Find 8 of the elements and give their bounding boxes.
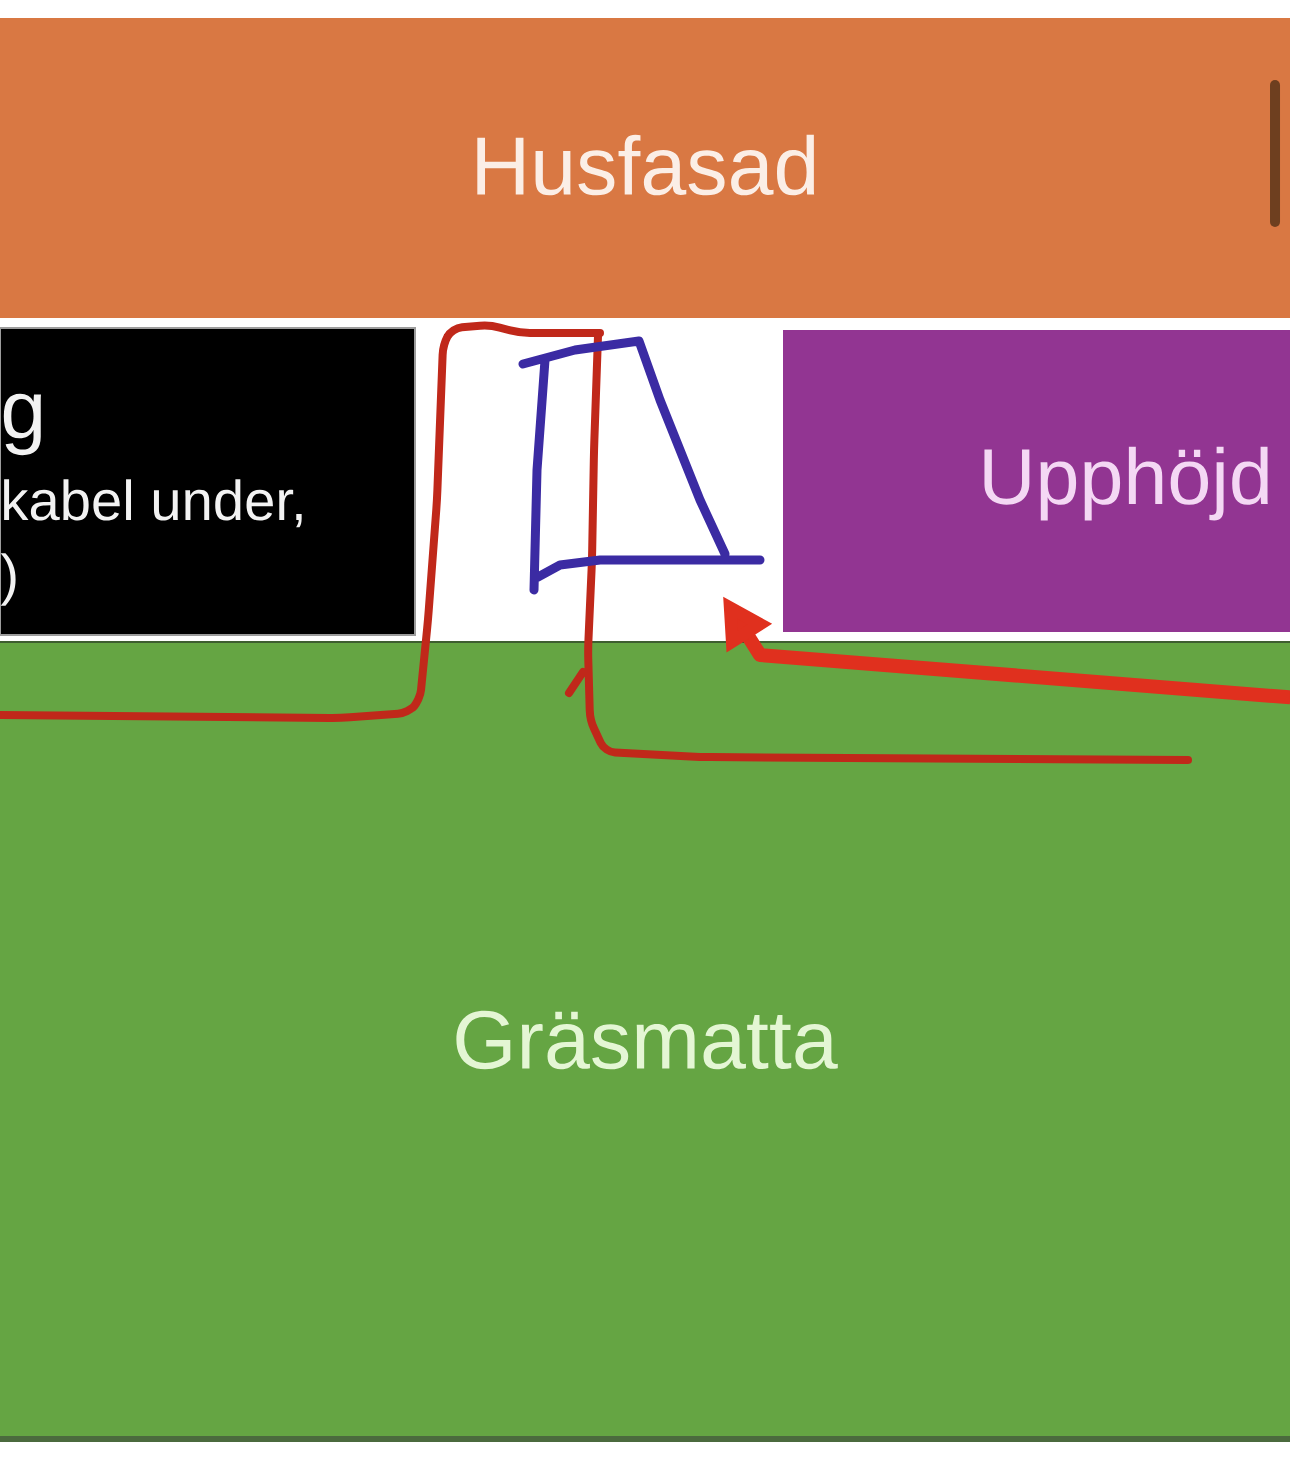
box-text: ) [0,553,16,606]
lawn-area: Gräsmatta [0,641,1290,1442]
trapezoid-sketch [518,336,765,595]
box-text: kabel under, [4,479,302,528]
facade-band: Husfasad [0,18,1290,318]
zone-box [0,327,416,636]
box-heading: g [3,393,41,456]
zone-box: Upphöjd [783,330,1290,632]
